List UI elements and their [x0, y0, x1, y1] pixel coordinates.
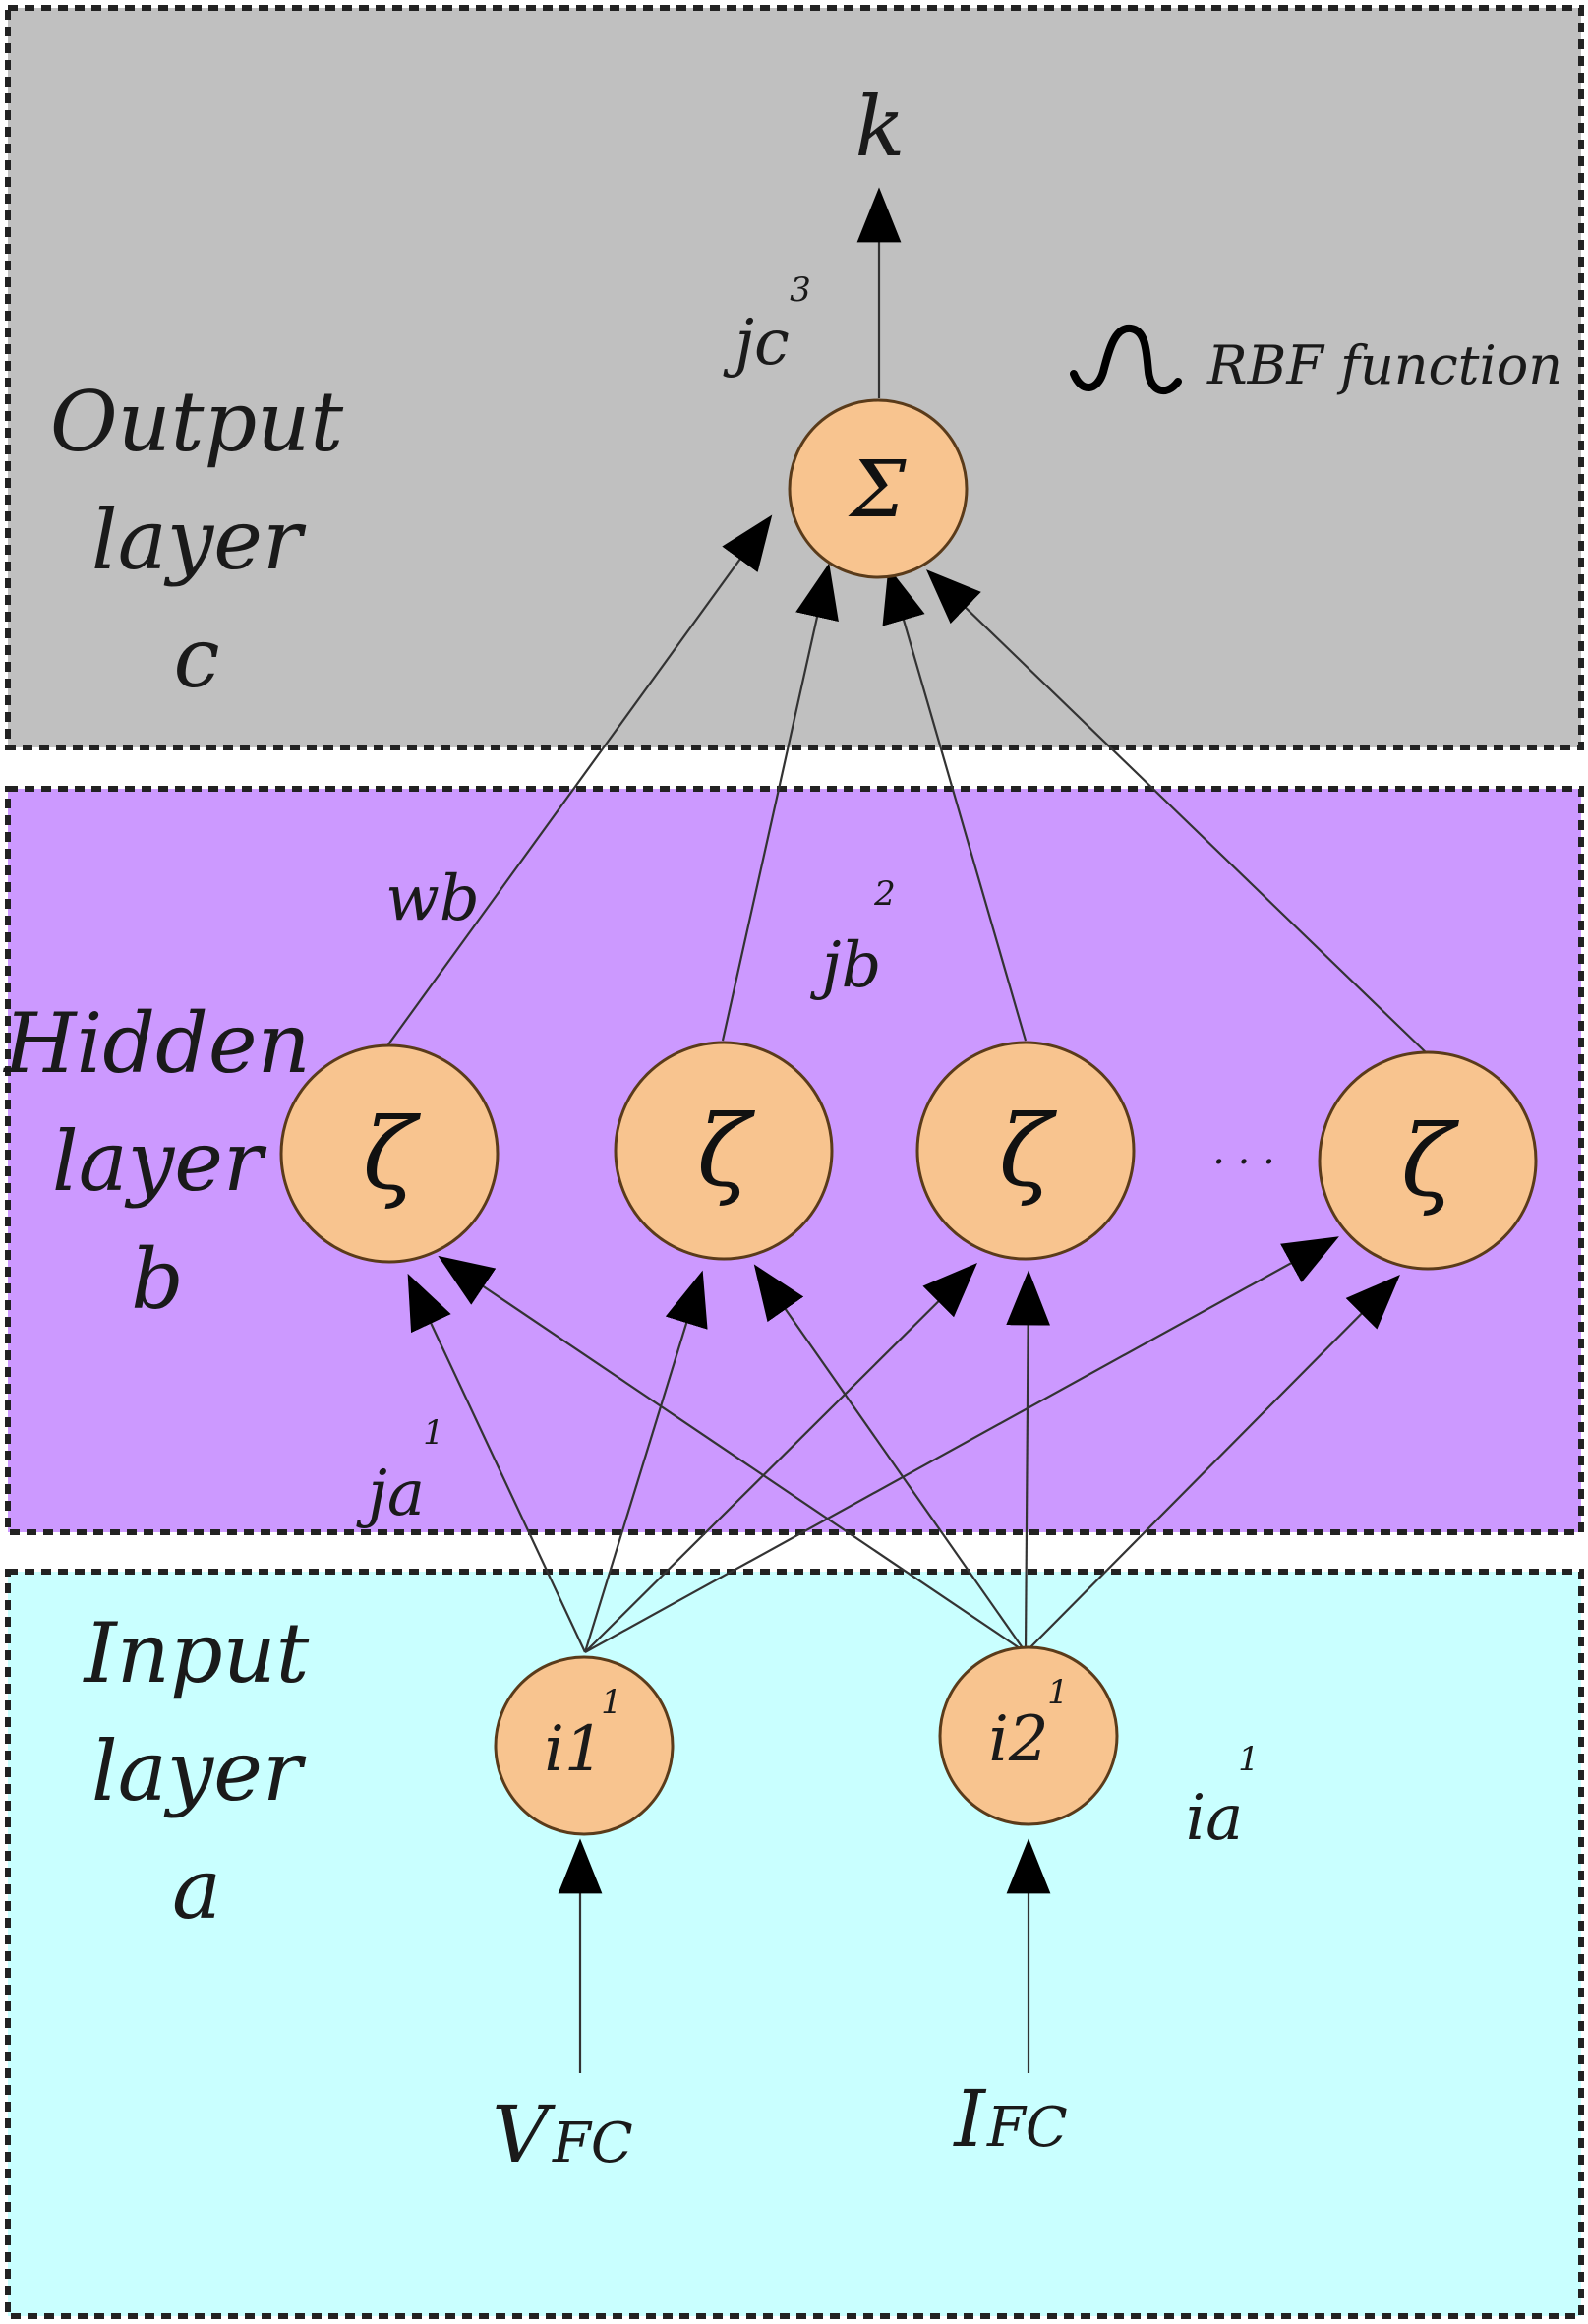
hidden-node-2: ζ	[614, 1041, 834, 1261]
input-vfc-main: V	[492, 2089, 556, 2180]
input-ifc-main: I	[952, 2073, 986, 2165]
input-layer-panel	[5, 1569, 1584, 2319]
output-layer-label-line3: c	[173, 610, 219, 706]
hidden-ellipsis: · · ·	[1212, 1140, 1275, 1185]
input-layer-label: Input layer a	[83, 1605, 310, 1937]
annotation-ja: ja 1	[356, 1413, 444, 1530]
hidden-node-4: ζ	[1318, 1050, 1538, 1271]
rbf-wave-icon	[1070, 325, 1182, 395]
edge-h3-out	[882, 566, 1028, 1042]
annotation-jc: jc 3	[723, 270, 811, 380]
input-ifc-sub: FC	[986, 2096, 1068, 2160]
edge-h4-out	[925, 569, 1429, 1055]
input-node-1-label: i1	[544, 1713, 604, 1786]
hidden-to-output-edges	[387, 514, 1429, 1055]
input-layer-label-line1: Input	[83, 1605, 310, 1701]
annotation-ia-sup: 1	[1238, 1740, 1260, 1779]
input-to-hidden-edges	[407, 1236, 1400, 1653]
hidden-layer-label-line3: b	[131, 1231, 184, 1328]
input-vfc: V FC	[492, 2089, 632, 2180]
hidden-layer-label-line2: layer	[52, 1113, 267, 1210]
output-node: Σ	[788, 398, 969, 579]
edge-h1-out	[387, 514, 773, 1045]
annotation-jb: jb 2	[810, 874, 896, 1002]
annotation-wb: wb	[385, 863, 480, 935]
annotation-jc-base: jc	[723, 307, 790, 380]
edge-i1-h3	[584, 1263, 977, 1653]
hidden-layer-label: Hidden layer b	[2, 995, 310, 1328]
input-node-2-sup: 1	[1047, 1673, 1069, 1712]
input-node-2-label: i2	[988, 1703, 1048, 1776]
input-layer-label-line3: a	[172, 1841, 221, 1937]
output-layer-label: Output layer c	[50, 374, 344, 706]
hidden-node-1-circle	[279, 1043, 500, 1264]
annotation-ja-sup: 1	[423, 1413, 444, 1453]
annotation-jb-sup: 2	[873, 874, 896, 914]
legend: RBF function	[1070, 325, 1562, 396]
zeta-symbol-1: ζ	[363, 1097, 422, 1212]
zeta-symbol-4: ζ	[1401, 1103, 1460, 1219]
edge-i2-h3	[1006, 1270, 1051, 1653]
annotation-ia: ia 1	[1186, 1740, 1260, 1855]
edge-i2-h2	[753, 1264, 1027, 1653]
input-ifc: I FC	[952, 2073, 1067, 2165]
output-layer-panel	[5, 5, 1584, 750]
legend-text: RBF function	[1206, 334, 1562, 396]
input-node-1-circle	[494, 1655, 675, 1836]
annotation-ia-base: ia	[1186, 1782, 1244, 1855]
zeta-symbol-3: ζ	[999, 1094, 1058, 1209]
edge-i1-h2	[583, 1270, 708, 1653]
hidden-node-2-circle	[614, 1041, 834, 1261]
edge-i2-h1	[438, 1255, 1027, 1653]
edge-i1-h4	[584, 1236, 1339, 1653]
edge-i2-h4	[1025, 1275, 1400, 1653]
input-layer-label-line2: layer	[91, 1723, 307, 1819]
input-node-2: i2 1	[938, 1645, 1119, 1826]
hidden-node-3-circle	[915, 1041, 1136, 1261]
input-node-2-circle	[938, 1645, 1119, 1826]
sum-symbol: Σ	[848, 444, 907, 535]
input-node-1: i1 1	[494, 1655, 675, 1836]
edge-h2-out	[721, 563, 839, 1042]
output-node-circle	[788, 398, 969, 579]
hidden-node-3: ζ	[915, 1041, 1136, 1261]
input-node-1-sup: 1	[601, 1683, 622, 1722]
hidden-layer-label-line1: Hidden	[2, 995, 310, 1092]
output-layer-label-line1: Output	[50, 374, 344, 470]
hidden-node-1: ζ	[279, 1043, 500, 1264]
annotation-ja-base: ja	[356, 1458, 425, 1530]
hidden-node-4-circle	[1318, 1050, 1538, 1271]
output-layer-label-line2: layer	[91, 492, 307, 588]
input-vfc-sub: FC	[552, 2112, 633, 2175]
edge-i1-h1	[407, 1273, 586, 1653]
zeta-symbol-2: ζ	[697, 1094, 756, 1209]
annotation-jc-sup: 3	[790, 270, 811, 310]
output-label-k: k	[855, 79, 906, 175]
annotation-jb-base: jb	[810, 929, 882, 1002]
